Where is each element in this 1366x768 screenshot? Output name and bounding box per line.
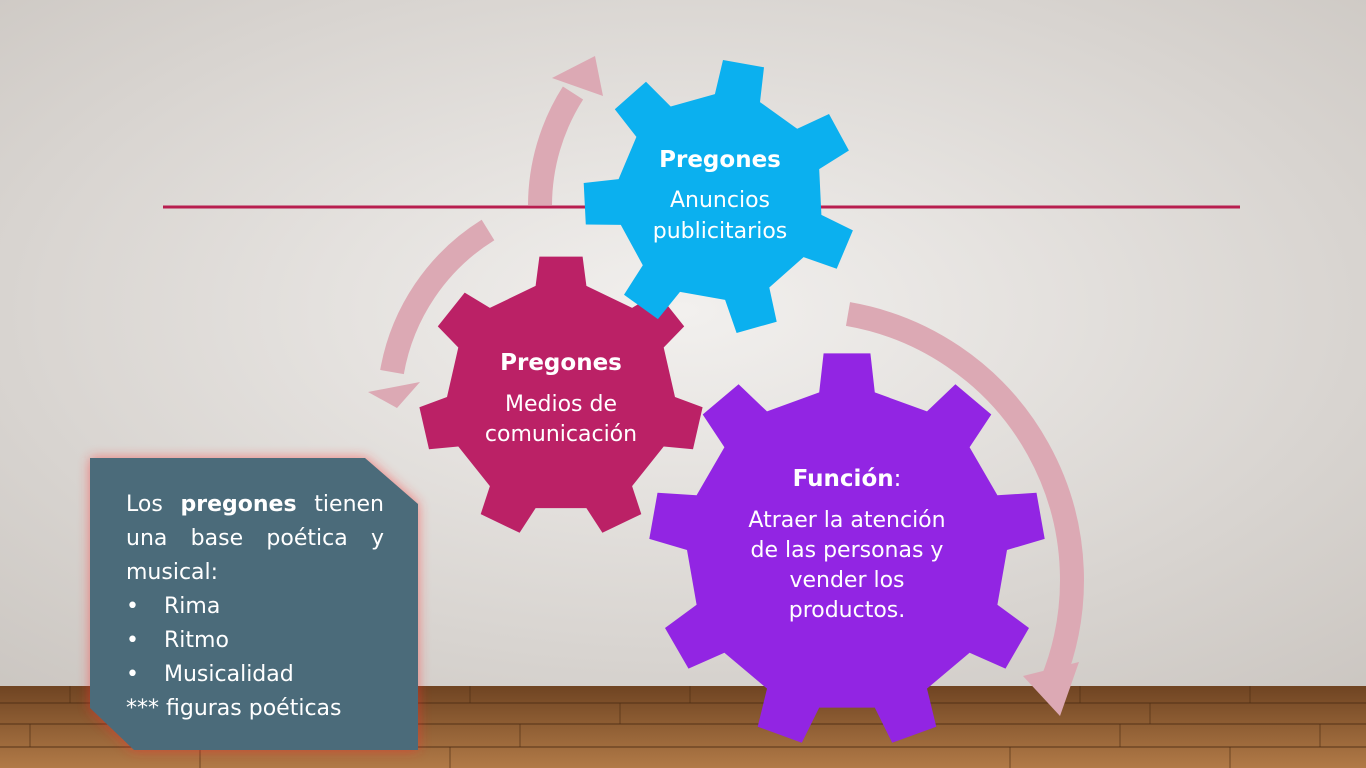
bullet-text: Musicalidad	[164, 662, 294, 687]
callout-intro-end: tienen una base poética y musical:	[126, 492, 384, 585]
callout-intro: Los pregones tienen una base poética y m…	[126, 488, 384, 590]
cycle-arrow-right	[845, 302, 1084, 716]
gear-left-line-2: comunicación	[485, 422, 637, 447]
callout-box: Los pregones tienen una base poética y m…	[90, 458, 418, 750]
gear-left	[419, 256, 703, 533]
callout-bullet-list: • Rima • Ritmo • Musicalidad	[126, 590, 384, 692]
bullet-icon: •	[126, 662, 139, 687]
list-item: • Ritmo	[126, 624, 384, 658]
bullet-text: Rima	[164, 594, 221, 619]
cycle-arrow-left	[368, 219, 495, 408]
gear-right-text: Función: Atraer la atención de las perso…	[748, 466, 945, 623]
list-item: • Rima	[126, 590, 384, 624]
gear-right	[649, 353, 1045, 743]
bullet-icon: •	[126, 628, 139, 653]
callout-intro-bold: pregones	[180, 492, 297, 517]
callout-intro-start: Los	[126, 492, 163, 517]
bullet-text: Ritmo	[164, 628, 229, 653]
gear-right-shape	[649, 353, 1045, 743]
callout-note: *** figuras poéticas	[126, 696, 342, 721]
gear-right-title: Función:	[793, 466, 902, 492]
list-item: • Musicalidad	[126, 658, 384, 692]
gear-right-line-2: de las personas y	[751, 538, 944, 563]
gear-left-line-1: Medios de	[505, 392, 617, 417]
gear-top-shape	[583, 60, 853, 333]
gear-right-line-3: vender los	[789, 568, 904, 593]
gear-top-text: Pregones Anuncios publicitarios	[653, 147, 788, 244]
gear-top	[583, 60, 853, 333]
cycle-arrow-top	[528, 56, 603, 206]
gear-right-line-4: productos.	[789, 598, 906, 623]
gear-left-text: Pregones Medios de comunicación	[485, 350, 637, 447]
gear-left-shape	[419, 256, 703, 533]
gear-top-line-1: Anuncios	[670, 188, 770, 213]
bullet-icon: •	[126, 594, 139, 619]
gear-left-title: Pregones	[500, 350, 622, 376]
gear-top-line-2: publicitarios	[653, 219, 788, 244]
gear-top-title: Pregones	[659, 147, 781, 173]
gear-right-line-1: Atraer la atención	[748, 508, 945, 533]
